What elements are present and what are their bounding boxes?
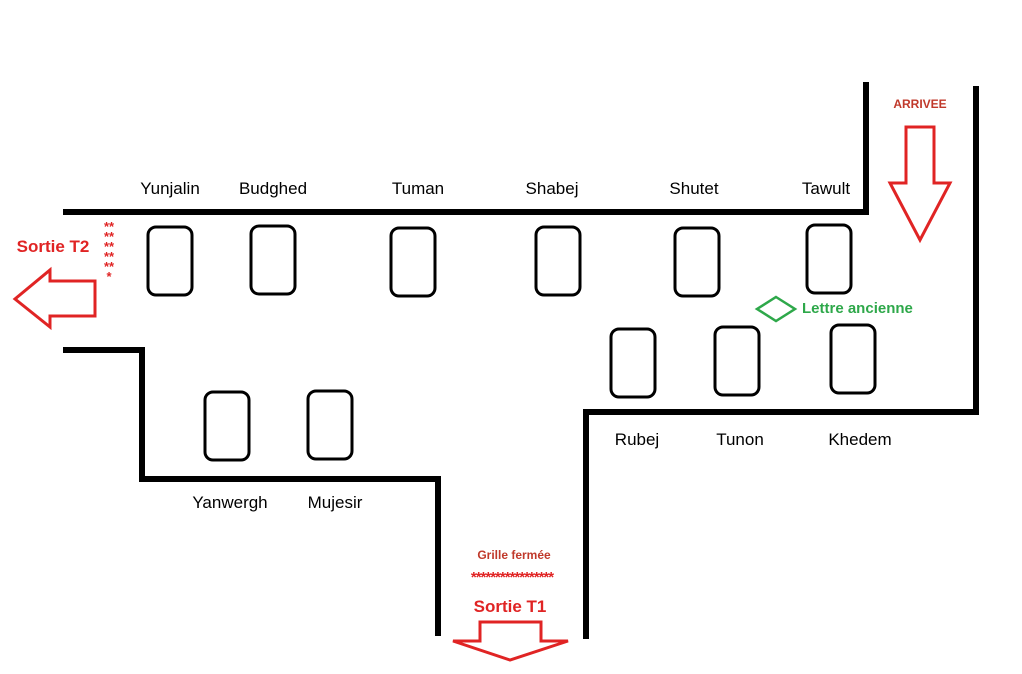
clue-label: Lettre ancienne [802,300,913,317]
left-lower-wall [63,347,441,636]
door-top-3 [389,226,437,298]
arrival-arrow-icon [887,125,953,244]
exit-t1-label: Sortie T1 [473,597,547,616]
door-top-5 [673,226,721,298]
exit-t2-label: Sortie T2 [16,237,90,256]
top-wall [63,82,869,215]
door-left-2 [306,389,354,461]
room-label-top-5: Shutet [669,179,719,198]
arrival-label: ARRIVEE [893,97,947,111]
side-stars: *********** [103,219,115,284]
door-right-1 [609,327,657,399]
door-right-2 [713,325,761,397]
door-top-2 [249,224,297,296]
gate-label: Grille fermée [477,548,551,562]
room-label-top-1: Yunjalin [140,179,200,198]
room-label-left-2: Mujesir [307,493,363,512]
room-label-right-1: Rubej [614,430,660,449]
room-label-right-2: Tunon [716,430,764,449]
diamond-icon [754,295,798,323]
gate-stars: ***************** [470,569,554,586]
room-label-right-3: Khedem [828,430,892,449]
right-wall [583,86,979,639]
room-label-top-6: Tawult [801,179,851,198]
exit-t2-arrow-icon [12,266,97,331]
room-label-left-1: Yanwergh [192,493,268,512]
room-label-top-2: Budghed [238,179,308,198]
room-label-top-3: Tuman [391,179,445,198]
walls [63,82,979,639]
door-top-4 [534,225,582,297]
door-top-1 [146,225,194,297]
exit-t1-arrow-icon [452,620,569,662]
door-top-6 [805,223,853,295]
door-right-3 [829,323,877,395]
doors [146,223,877,462]
room-label-top-4: Shabej [525,179,579,198]
door-left-1 [203,390,251,462]
